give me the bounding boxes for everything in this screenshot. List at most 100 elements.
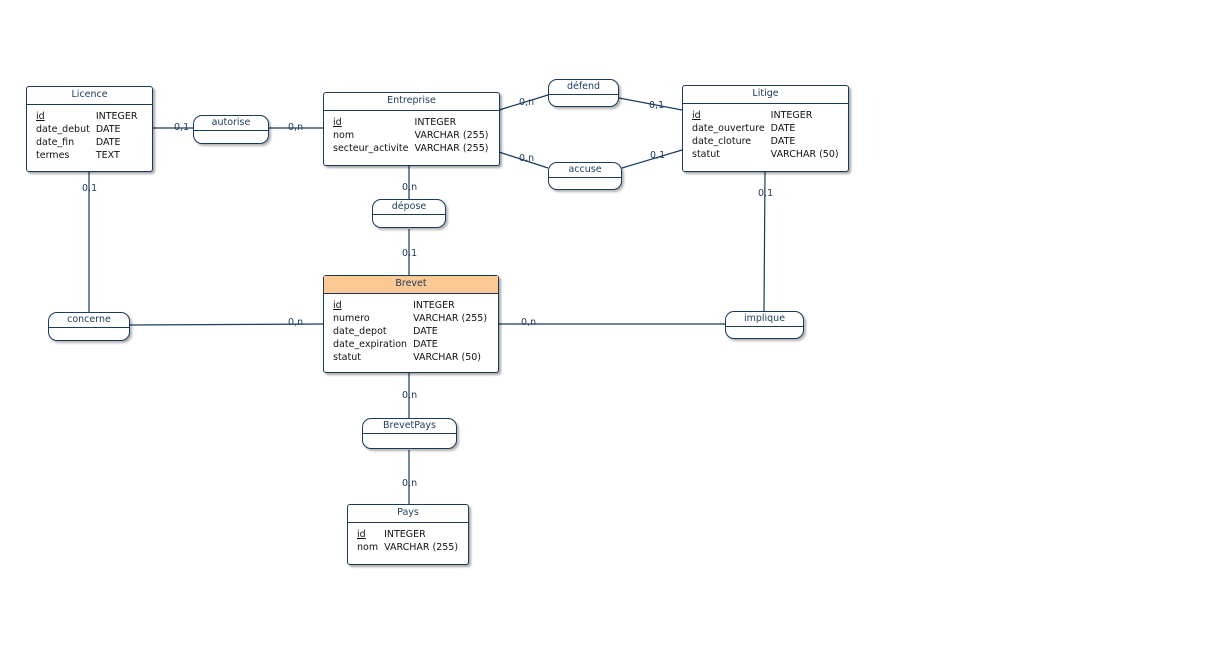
attribute-type: DATE bbox=[770, 136, 796, 147]
attribute-row: date_debut DATE bbox=[36, 123, 138, 136]
line-defend-litige bbox=[618, 97, 683, 111]
attribute-name: date_depot bbox=[333, 326, 387, 337]
cardinality-label: 0,n bbox=[288, 317, 304, 328]
line-accuse-litige bbox=[621, 149, 683, 169]
relation-defend[interactable]: défend bbox=[548, 79, 619, 107]
entity-pays[interactable]: Pays id INTEGER nom VARCHAR (255) bbox=[347, 504, 469, 565]
attribute-name: id bbox=[357, 529, 366, 540]
attribute-row: id INTEGER bbox=[333, 116, 488, 129]
cardinality-label: 0,1 bbox=[649, 100, 665, 111]
attribute-name: id bbox=[36, 111, 45, 122]
cardinality-label: 0,n bbox=[521, 317, 537, 328]
relation-label: dépose bbox=[373, 200, 445, 215]
attribute-name: id bbox=[333, 300, 342, 311]
attribute-type: INTEGER bbox=[384, 529, 426, 540]
relation-label: BrevetPays bbox=[363, 419, 456, 434]
attribute-row: id INTEGER bbox=[333, 299, 487, 312]
cardinality-label: 0,1 bbox=[758, 188, 774, 199]
attribute-name: date_debut bbox=[36, 124, 90, 135]
cardinality-label: 0,1 bbox=[82, 183, 98, 194]
attribute-type: VARCHAR (255) bbox=[413, 313, 488, 324]
cardinality-label: 0,n bbox=[402, 182, 418, 193]
entity-title: Brevet bbox=[324, 276, 498, 294]
cardinality-label: 0,1 bbox=[174, 122, 190, 133]
attribute-row: numero VARCHAR (255) bbox=[333, 312, 487, 325]
attribute-name: termes bbox=[36, 150, 70, 161]
attribute-row: id INTEGER bbox=[36, 110, 138, 123]
relation-brevetpays[interactable]: BrevetPays bbox=[362, 418, 457, 449]
attribute-type: VARCHAR (255) bbox=[384, 542, 459, 553]
attribute-type: TEXT bbox=[95, 150, 120, 161]
attribute-name: statut bbox=[333, 352, 361, 363]
relation-implique[interactable]: implique bbox=[725, 311, 804, 339]
cardinality-label: 0,n bbox=[519, 97, 535, 108]
attribute-type: DATE bbox=[413, 326, 438, 337]
attribute-name: nom bbox=[333, 130, 355, 141]
attribute-row: date_ouverture DATE bbox=[692, 122, 839, 135]
relation-accuse[interactable]: accuse bbox=[548, 162, 622, 190]
entity-title: Pays bbox=[348, 505, 468, 523]
attribute-row: id INTEGER bbox=[692, 109, 839, 122]
attribute-name: statut bbox=[692, 149, 720, 160]
attribute-row: date_expiration DATE bbox=[333, 338, 487, 351]
entity-title: Litige bbox=[683, 86, 848, 104]
attribute-list: id INTEGER nom VARCHAR (255) secteur_activ… bbox=[333, 116, 488, 155]
attribute-name: id bbox=[333, 117, 342, 128]
relation-autorise[interactable]: autorise bbox=[193, 115, 269, 144]
attribute-row: id INTEGER bbox=[357, 528, 458, 541]
cardinality-label: 0,n bbox=[402, 390, 418, 401]
relation-depose[interactable]: dépose bbox=[372, 199, 446, 228]
relation-label: implique bbox=[726, 312, 803, 327]
attribute-name: date_fin bbox=[36, 137, 75, 148]
attribute-type: INTEGER bbox=[413, 300, 455, 311]
line-concerne-brevet bbox=[129, 323, 324, 326]
cardinality-label: 0,1 bbox=[402, 248, 418, 259]
attribute-type: INTEGER bbox=[414, 117, 457, 128]
entity-title: Entreprise bbox=[324, 93, 499, 111]
relation-concerne[interactable]: concerne bbox=[48, 312, 130, 341]
relation-label: autorise bbox=[194, 116, 268, 131]
attribute-row: statut VARCHAR (50) bbox=[692, 148, 839, 161]
cardinality-label: 0,n bbox=[519, 153, 535, 164]
attribute-name: secteur_activite bbox=[333, 143, 409, 154]
line-entreprise-accuse bbox=[498, 151, 549, 169]
line-entreprise-defend bbox=[498, 94, 549, 111]
attribute-row: date_fin DATE bbox=[36, 136, 138, 149]
attribute-type: VARCHAR (50) bbox=[413, 352, 481, 363]
attribute-name: numero bbox=[333, 313, 370, 324]
attribute-name: date_ouverture bbox=[692, 123, 765, 134]
entity-title: Licence bbox=[27, 87, 152, 105]
attribute-type: DATE bbox=[95, 137, 121, 148]
attribute-name: date_expiration bbox=[333, 339, 408, 350]
cardinality-label: 0,n bbox=[288, 122, 304, 133]
attribute-type: DATE bbox=[770, 123, 796, 134]
attribute-name: id bbox=[692, 110, 701, 121]
relation-label: défend bbox=[549, 80, 618, 95]
cardinality-label: 0,1 bbox=[650, 150, 666, 161]
attribute-type: VARCHAR (255) bbox=[414, 130, 489, 141]
cardinality-label: 0,n bbox=[402, 478, 418, 489]
attribute-type: DATE bbox=[413, 339, 438, 350]
attribute-name: date_cloture bbox=[692, 136, 752, 147]
attribute-row: statut VARCHAR (50) bbox=[333, 351, 487, 364]
attribute-type: VARCHAR (50) bbox=[770, 149, 839, 160]
relation-label: concerne bbox=[49, 313, 129, 328]
entity-entreprise[interactable]: Entreprise id INTEGER nom VARCHAR (255) se… bbox=[323, 92, 500, 166]
attribute-row: nom VARCHAR (255) bbox=[357, 541, 458, 554]
attribute-list: id INTEGER nom VARCHAR (255) bbox=[357, 528, 458, 554]
attribute-row: date_depot DATE bbox=[333, 325, 487, 338]
attribute-type: DATE bbox=[95, 124, 121, 135]
attribute-row: nom VARCHAR (255) bbox=[333, 129, 488, 142]
entity-brevet[interactable]: Brevet id INTEGER numero VARCHAR (255) dat… bbox=[323, 275, 499, 373]
attribute-type: INTEGER bbox=[95, 111, 138, 122]
attribute-name: nom bbox=[357, 542, 379, 553]
attribute-row: termes TEXT bbox=[36, 149, 138, 162]
attribute-type: INTEGER bbox=[770, 110, 813, 121]
